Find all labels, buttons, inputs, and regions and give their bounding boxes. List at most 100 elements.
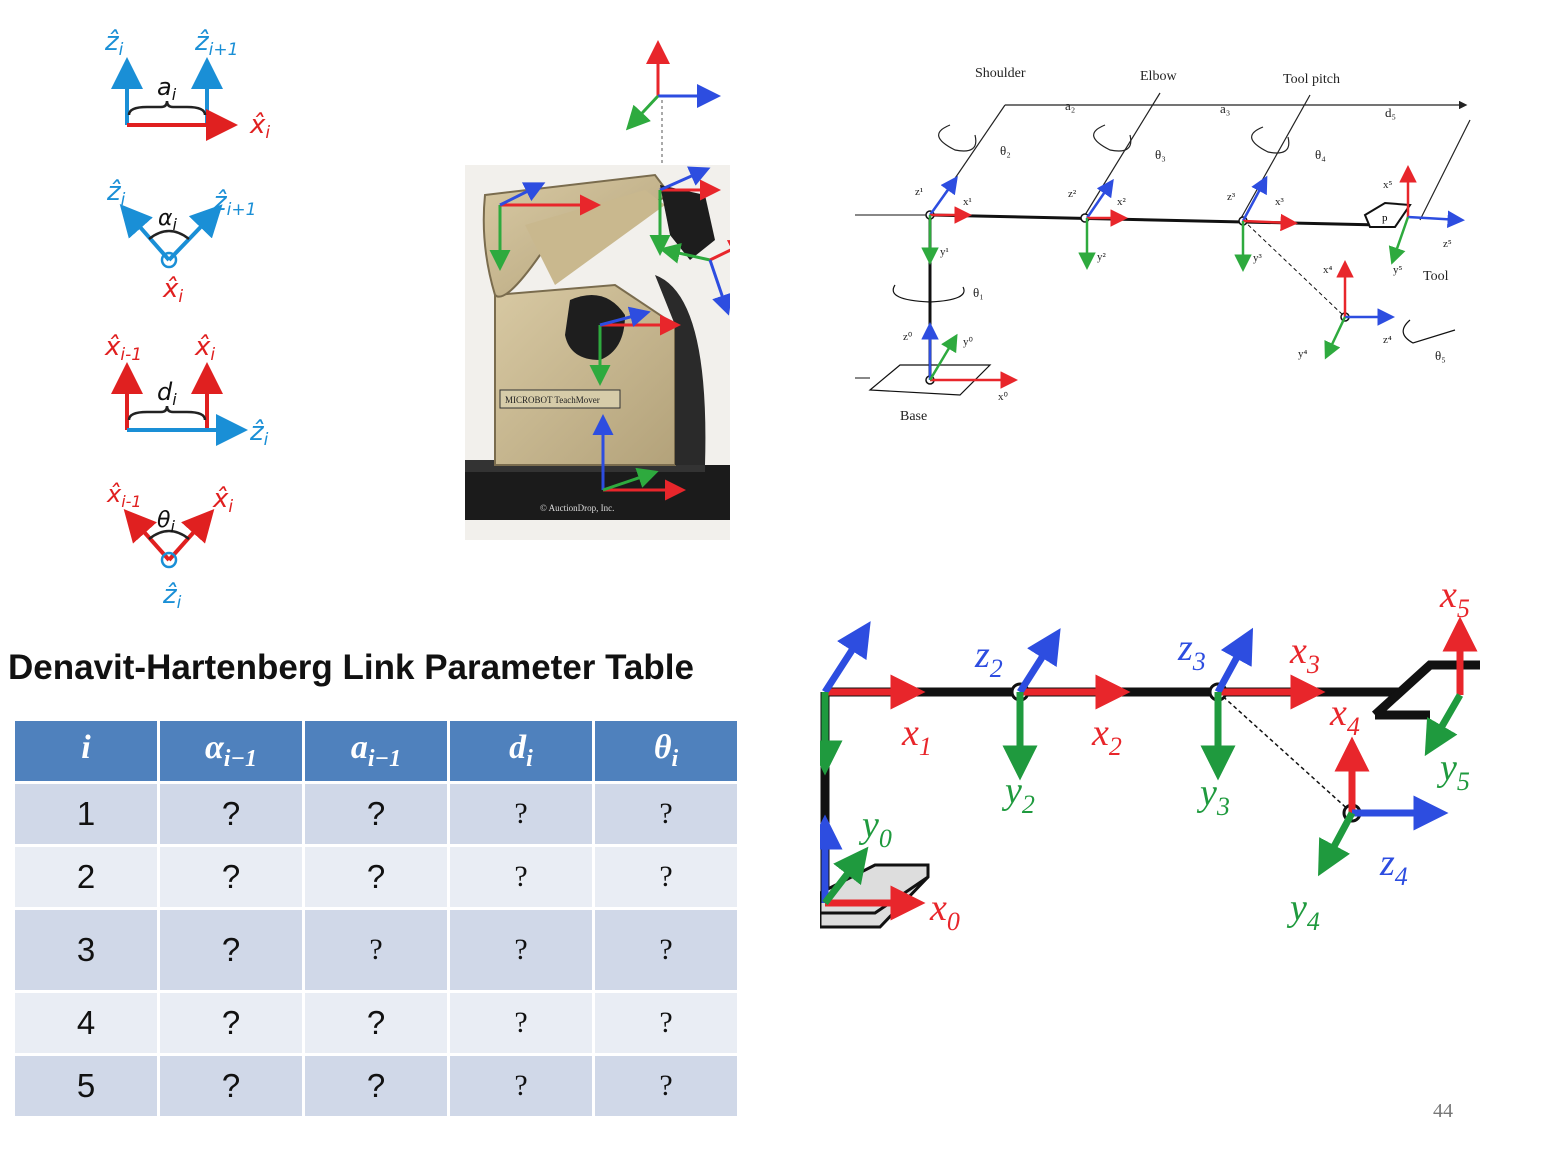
label-y2: y2 <box>1001 770 1035 819</box>
header-theta: θi <box>595 721 737 781</box>
label-y0: y0 <box>858 804 892 853</box>
theta5-label: θ₅ <box>1435 348 1446 363</box>
s-y3: y³ <box>1253 252 1263 264</box>
s-x2: x² <box>1117 196 1127 208</box>
cell-d: ? <box>450 847 592 907</box>
s-x0: x⁰ <box>998 391 1009 403</box>
cell-i: 1 <box>15 784 157 844</box>
cell-a: ? <box>305 993 447 1053</box>
a2-label: a₂ <box>1065 98 1075 113</box>
alpha-xi-label: x̂i <box>162 274 183 307</box>
s-z1: z¹ <box>915 186 923 198</box>
s-z5: z⁵ <box>1443 238 1452 250</box>
dh-param-sketches: ẑi ẑi+1 ai x̂i ẑi ẑi+1 αi x̂i x̂i-1 x̂i … <box>104 27 270 613</box>
elbow-label: Elbow <box>1140 69 1177 84</box>
d5-label: d₅ <box>1385 105 1396 120</box>
cell-theta: ? <box>595 784 737 844</box>
cell-i: 3 <box>15 910 157 990</box>
a-sketch: ẑi ẑi+1 ai x̂i <box>104 27 270 143</box>
s-z0: z⁰ <box>903 331 913 343</box>
label-z3: z3 <box>1177 627 1206 676</box>
label-x1: x1 <box>901 712 932 761</box>
alpha-sketch: ẑi ẑi+1 αi x̂i <box>106 177 256 307</box>
s-y4: y⁴ <box>1298 348 1308 360</box>
kinematic-schematic: Shoulder Elbow Tool pitch Base Tool a₂ a… <box>855 66 1471 424</box>
header-i: i <box>15 721 157 781</box>
label-x4: x4 <box>1329 692 1360 741</box>
s-x3: x³ <box>1275 196 1285 208</box>
shoulder-label: Shoulder <box>975 66 1026 81</box>
cell-i: 4 <box>15 993 157 1053</box>
theta2-label: θ₂ <box>1000 143 1011 158</box>
cell-a: ? <box>305 847 447 907</box>
label-y3: y3 <box>1196 772 1230 821</box>
alpha-zi-label: ẑi <box>106 177 126 210</box>
s-y1: y¹ <box>940 246 949 258</box>
s-x1: x¹ <box>963 196 972 208</box>
label-y4: y4 <box>1286 887 1320 936</box>
cell-alpha: ? <box>160 910 302 990</box>
d-xi1-label: x̂i-1 <box>104 332 142 365</box>
s-z4: z⁴ <box>1383 334 1392 346</box>
p-label: p <box>1382 212 1388 224</box>
label-y5: y5 <box>1436 747 1470 796</box>
theta-zi-label: ẑi <box>162 580 182 613</box>
header-a: ai−1 <box>305 721 447 781</box>
cell-alpha: ? <box>160 784 302 844</box>
theta-sketch: x̂i-1 x̂i θi ẑi <box>106 480 233 613</box>
theta4-label: θ₄ <box>1315 147 1326 162</box>
table-header-row: i αi−1 ai−1 di θi <box>15 721 737 781</box>
d-label: di <box>157 378 177 409</box>
table-row: 2 ? ? ? ? <box>15 847 737 907</box>
tool-label: Tool <box>1423 269 1449 284</box>
d-zi-label: ẑi <box>249 417 269 450</box>
s-y2: y² <box>1097 251 1107 263</box>
cell-alpha: ? <box>160 993 302 1053</box>
a-xi-label: x̂i <box>249 110 270 143</box>
base-label: Base <box>900 409 927 424</box>
label-z2: z2 <box>974 634 1003 683</box>
s-z3: z³ <box>1227 191 1236 203</box>
theta-xi-label: x̂i <box>212 484 233 517</box>
cell-i: 5 <box>15 1056 157 1116</box>
s-z2: z² <box>1068 188 1077 200</box>
robot-photo: MICROBOT TeachMover © AuctionDrop, Inc. <box>465 165 730 540</box>
s-y0: y⁰ <box>963 336 974 348</box>
dh-parameter-table: i αi−1 ai−1 di θi 1 ? ? ? ? 2 ? ? ? ? 3 … <box>12 718 740 1119</box>
a3-label: a₃ <box>1220 101 1230 116</box>
label-x0: x0 <box>929 887 960 936</box>
cell-d: ? <box>450 1056 592 1116</box>
theta1-label: θ₁ <box>973 285 984 300</box>
label-x2: x2 <box>1091 712 1122 761</box>
world-frame <box>625 40 721 176</box>
robot-brand: MICROBOT TeachMover <box>505 395 600 405</box>
table-row: 5 ? ? ? ? <box>15 1056 737 1116</box>
d-sketch: x̂i-1 x̂i di ẑi <box>104 332 269 450</box>
alpha-label: αi <box>158 206 178 234</box>
page-number: 44 <box>1433 1100 1453 1122</box>
cell-alpha: ? <box>160 1056 302 1116</box>
cell-i: 2 <box>15 847 157 907</box>
table-row: 3 ? ? ? ? <box>15 910 737 990</box>
cell-alpha: ? <box>160 847 302 907</box>
s-y5: y⁵ <box>1393 264 1403 276</box>
label-x3: x3 <box>1289 630 1320 679</box>
s-x5: x⁵ <box>1383 179 1393 191</box>
cell-theta: ? <box>595 993 737 1053</box>
table-row: 1 ? ? ? ? <box>15 784 737 844</box>
a-label: ai <box>157 73 177 104</box>
cell-a: ? <box>305 910 447 990</box>
theta-label: θi <box>157 508 175 536</box>
table-row: 4 ? ? ? ? <box>15 993 737 1053</box>
cell-a: ? <box>305 1056 447 1116</box>
label-z4: z4 <box>1379 842 1408 891</box>
frame-diagram: x0 y0 x1 z2 x2 y2 z3 x3 y3 x4 y4 z4 x5 y… <box>820 575 1480 936</box>
a-zi1-label: ẑi+1 <box>194 27 238 60</box>
header-d: di <box>450 721 592 781</box>
cell-d: ? <box>450 910 592 990</box>
label-x5: x5 <box>1439 575 1470 623</box>
header-alpha: αi−1 <box>160 721 302 781</box>
cell-theta: ? <box>595 1056 737 1116</box>
table-title: Denavit-Hartenberg Link Parameter Table <box>8 648 694 687</box>
theta-xi1-label: x̂i-1 <box>106 480 142 511</box>
